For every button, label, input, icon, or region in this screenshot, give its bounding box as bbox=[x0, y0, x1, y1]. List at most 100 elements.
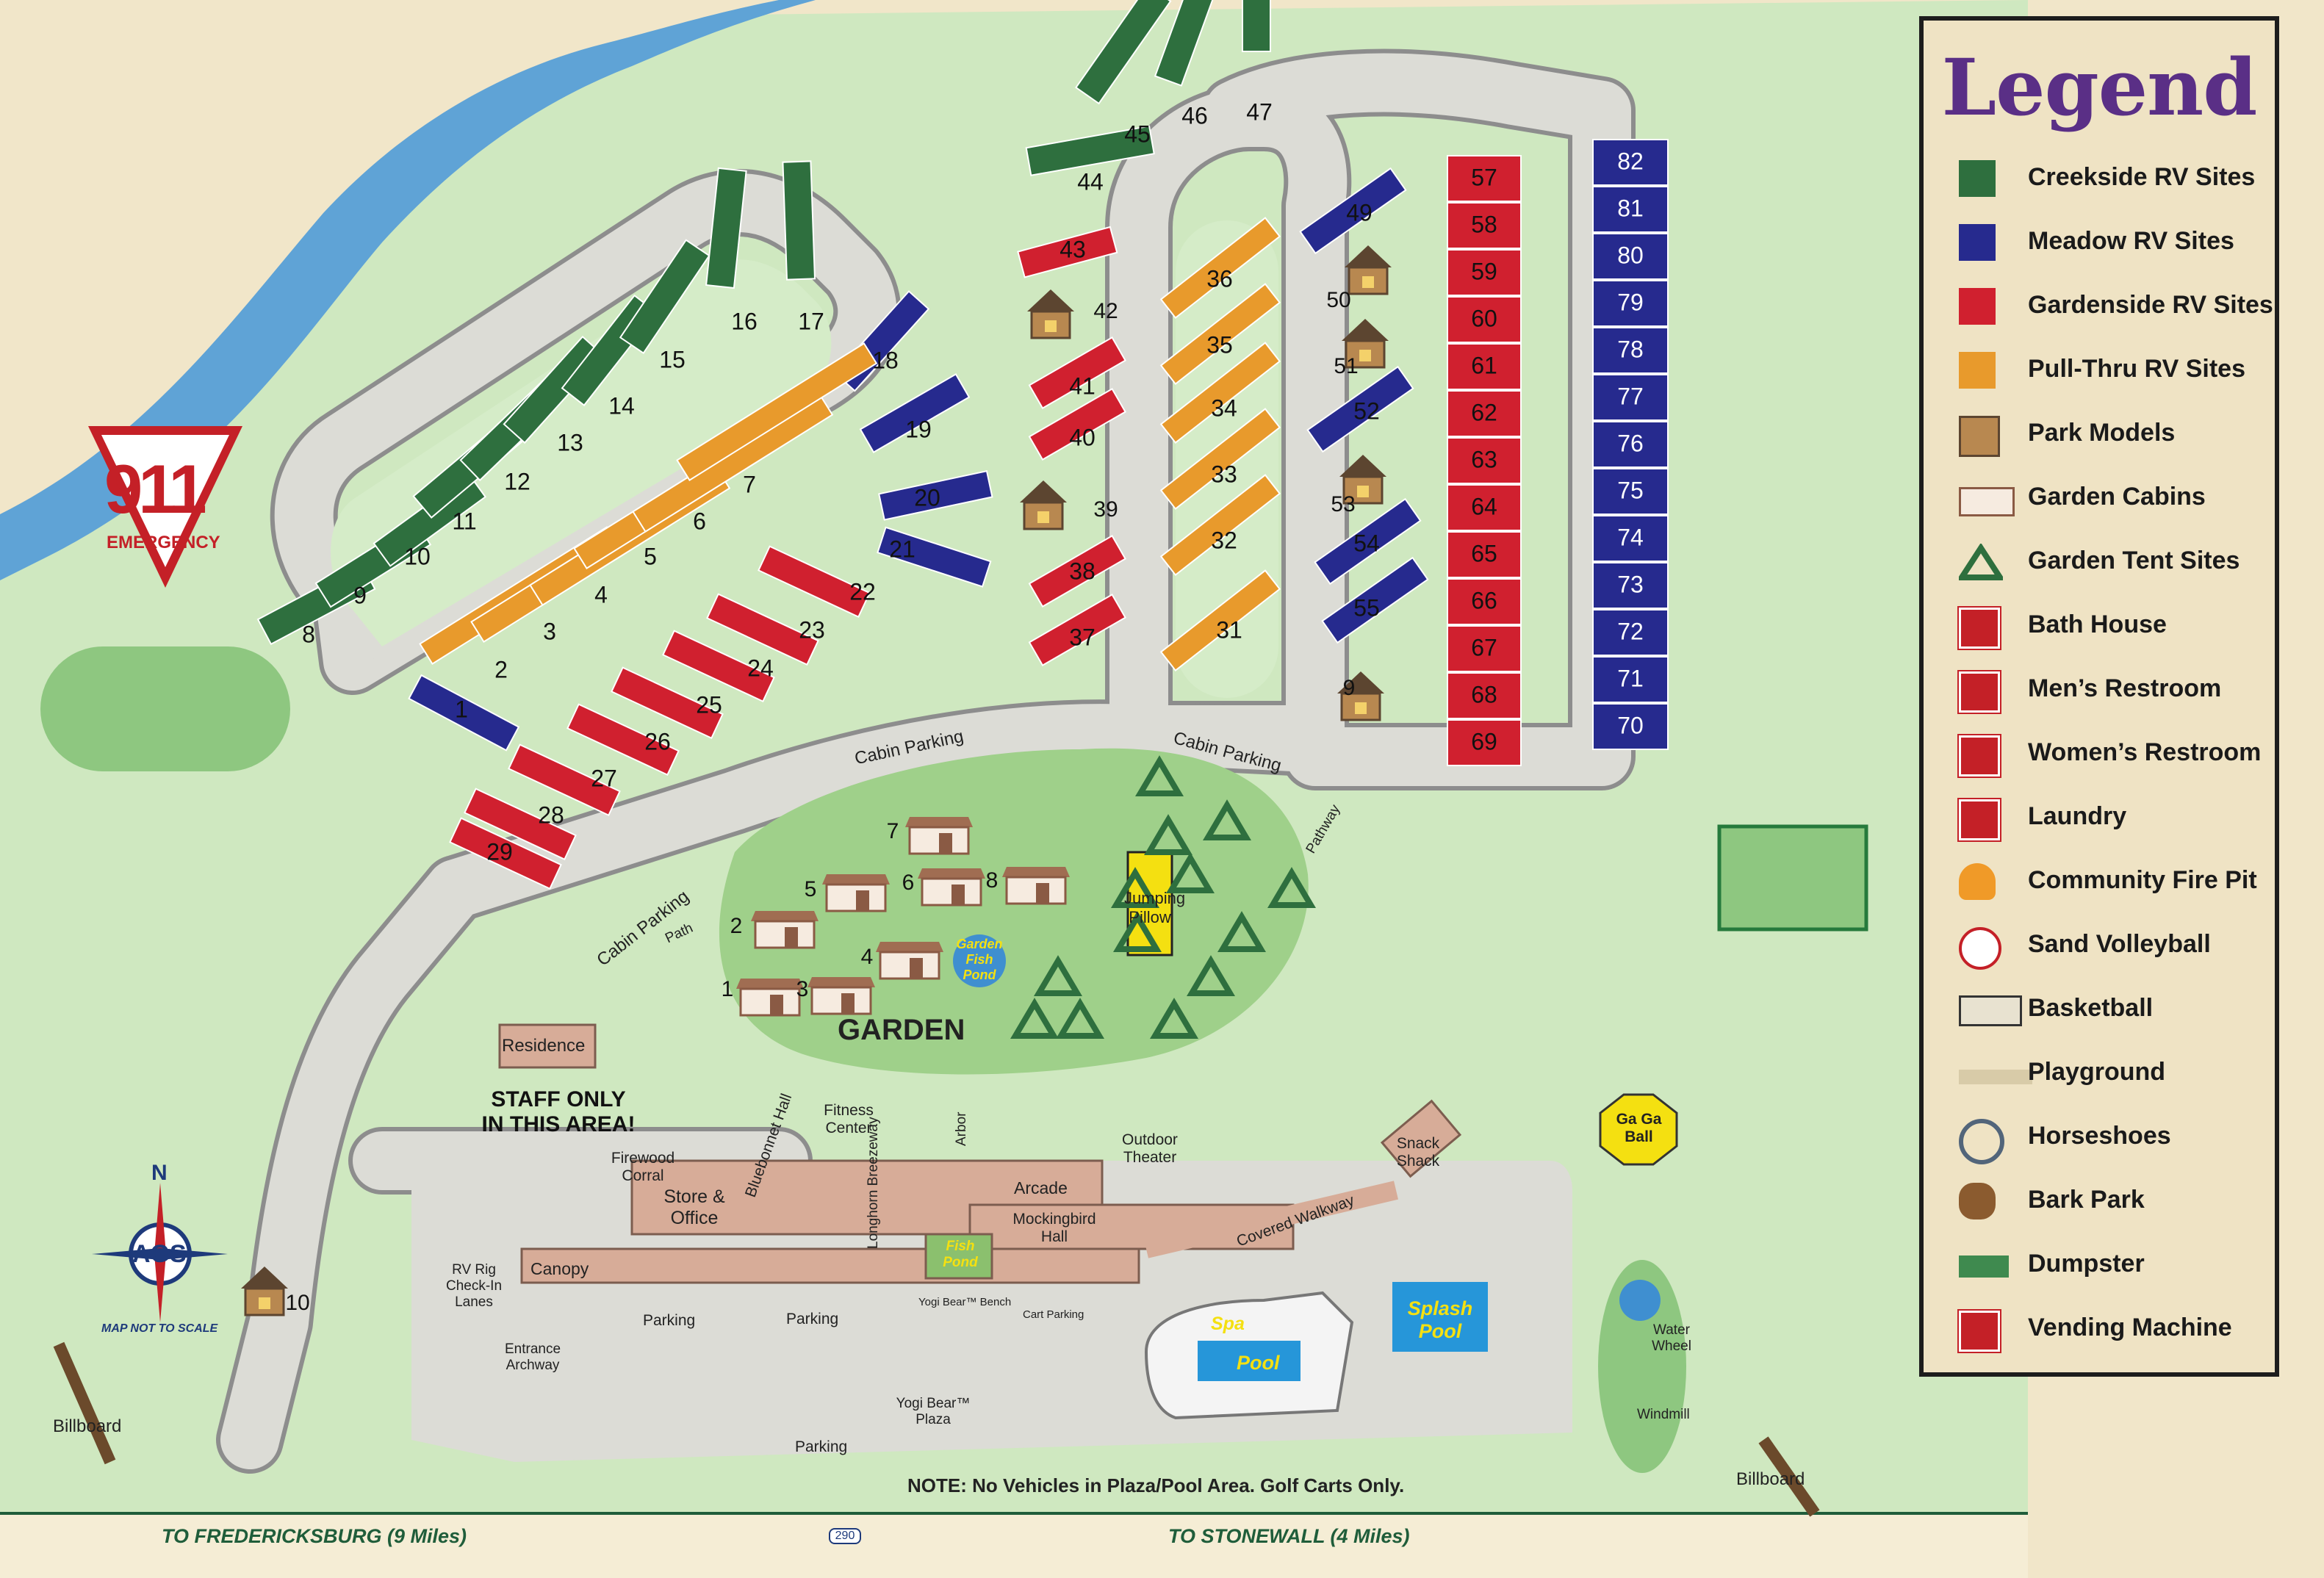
rv-site-38[interactable] bbox=[1028, 535, 1126, 608]
rv-site-54[interactable] bbox=[1314, 497, 1422, 586]
park-model-roof bbox=[1337, 671, 1384, 693]
rv-site-66[interactable] bbox=[1447, 578, 1522, 625]
rv-site-number: 10 bbox=[285, 1291, 309, 1315]
park-model-9[interactable] bbox=[1337, 671, 1384, 721]
rv-site-22[interactable] bbox=[758, 545, 871, 619]
rv-site-63[interactable] bbox=[1447, 437, 1522, 484]
tent-site[interactable] bbox=[1134, 755, 1184, 796]
rv-site-number: 78 bbox=[1617, 336, 1644, 362]
tent-site[interactable] bbox=[1149, 998, 1199, 1039]
rv-site-26[interactable] bbox=[566, 703, 680, 777]
rv-site-37[interactable] bbox=[1028, 594, 1126, 666]
rv-site-65[interactable] bbox=[1447, 531, 1522, 578]
rv-site-43[interactable] bbox=[1017, 226, 1118, 278]
rv-site-72[interactable] bbox=[1592, 609, 1669, 656]
tent-site[interactable] bbox=[1186, 955, 1236, 996]
rv-site-number: 67 bbox=[1471, 634, 1497, 660]
rv-site-55[interactable] bbox=[1321, 556, 1429, 644]
tent-site[interactable] bbox=[1112, 911, 1162, 952]
rv-site-82[interactable] bbox=[1592, 139, 1669, 186]
rv-site-49[interactable] bbox=[1299, 167, 1407, 255]
garden-cabin-5[interactable] bbox=[822, 874, 890, 912]
rv-site-71[interactable] bbox=[1592, 656, 1669, 703]
rv-site-68[interactable] bbox=[1447, 672, 1522, 719]
rv-site-number: 44 bbox=[1077, 168, 1104, 195]
garden-cabin-3[interactable] bbox=[807, 977, 875, 1015]
rv-site-73[interactable] bbox=[1592, 562, 1669, 609]
rv-site-69[interactable] bbox=[1447, 719, 1522, 766]
rv-site-57[interactable] bbox=[1447, 155, 1522, 202]
garden-label: GARDEN bbox=[838, 1014, 965, 1046]
rv-site-15[interactable] bbox=[619, 239, 710, 355]
rv-site-46[interactable] bbox=[1154, 0, 1226, 87]
garden-cabin-7[interactable] bbox=[905, 817, 973, 855]
rv-site-80[interactable] bbox=[1592, 233, 1669, 280]
rv-site-40[interactable] bbox=[1028, 388, 1126, 461]
rv-site-75[interactable] bbox=[1592, 468, 1669, 515]
rv-site-33[interactable] bbox=[1159, 408, 1281, 511]
rv-site-7[interactable] bbox=[676, 342, 878, 481]
rv-site-60[interactable] bbox=[1447, 296, 1522, 343]
park-model-53[interactable] bbox=[1339, 455, 1386, 505]
mockingbird-hall-label: Mockingbird Hall bbox=[1012, 1211, 1096, 1245]
rv-site-28[interactable] bbox=[464, 788, 577, 861]
rv-site-31[interactable] bbox=[1159, 569, 1281, 672]
rv-site-10[interactable] bbox=[373, 473, 487, 567]
rv-site-79[interactable] bbox=[1592, 280, 1669, 327]
rv-site-36[interactable] bbox=[1159, 217, 1281, 320]
garden-cabin-1[interactable] bbox=[736, 979, 804, 1017]
tent-site[interactable] bbox=[1033, 955, 1083, 996]
rv-site-61[interactable] bbox=[1447, 343, 1522, 390]
garden-cabin-6[interactable] bbox=[918, 868, 985, 907]
rv-site-32[interactable] bbox=[1159, 474, 1281, 577]
rv-site-64[interactable] bbox=[1447, 484, 1522, 531]
park-model-50[interactable] bbox=[1345, 245, 1392, 295]
rv-site-24[interactable] bbox=[662, 630, 775, 703]
rv-site-21[interactable] bbox=[877, 526, 992, 588]
rv-site-77[interactable] bbox=[1592, 374, 1669, 421]
rv-site-58[interactable] bbox=[1447, 202, 1522, 249]
rv-site-19[interactable] bbox=[859, 373, 971, 453]
tent-site[interactable] bbox=[1055, 998, 1105, 1039]
tent-site[interactable] bbox=[1217, 911, 1267, 952]
rv-site-74[interactable] bbox=[1592, 515, 1669, 562]
rv-site-47[interactable] bbox=[1242, 0, 1271, 52]
rv-site-52[interactable] bbox=[1306, 365, 1414, 453]
rv-site-25[interactable] bbox=[611, 666, 724, 740]
rv-site-23[interactable] bbox=[706, 593, 819, 666]
rv-site-17[interactable] bbox=[782, 160, 816, 281]
tent-site[interactable] bbox=[1010, 998, 1060, 1039]
rv-site-1[interactable] bbox=[408, 674, 520, 752]
rv-site-78[interactable] bbox=[1592, 327, 1669, 374]
tent-site[interactable] bbox=[1267, 867, 1317, 908]
park-model-51[interactable] bbox=[1342, 319, 1389, 369]
rv-site-81[interactable] bbox=[1592, 186, 1669, 233]
rv-site-62[interactable] bbox=[1447, 390, 1522, 437]
rv-site-70[interactable] bbox=[1592, 703, 1669, 750]
park-model-42[interactable] bbox=[1027, 289, 1074, 339]
tent-site[interactable] bbox=[1202, 799, 1252, 840]
rv-site-76[interactable] bbox=[1592, 421, 1669, 468]
garden-cabin-8[interactable] bbox=[1002, 867, 1070, 905]
rv-site-67[interactable] bbox=[1447, 625, 1522, 672]
yogi-plaza-label: Yogi Bear™ Plaza bbox=[896, 1396, 971, 1427]
park-model-10[interactable] bbox=[241, 1267, 288, 1316]
tent-site[interactable] bbox=[1110, 867, 1160, 908]
rv-site-41[interactable] bbox=[1028, 336, 1126, 409]
rv-site-29[interactable] bbox=[449, 817, 562, 890]
tent-site[interactable] bbox=[1143, 814, 1193, 855]
rv-site-20[interactable] bbox=[878, 470, 993, 521]
rv-site-16[interactable] bbox=[705, 167, 747, 289]
rv-site-45[interactable] bbox=[1075, 0, 1172, 105]
rv-site-27[interactable] bbox=[508, 743, 621, 817]
park-model-39[interactable] bbox=[1020, 480, 1067, 530]
tent-site[interactable] bbox=[1165, 852, 1215, 893]
garden-cabin-2[interactable] bbox=[751, 911, 819, 949]
rv-site-44[interactable] bbox=[1025, 125, 1155, 176]
rv-site-34[interactable] bbox=[1159, 342, 1281, 444]
rv-site-35[interactable] bbox=[1159, 283, 1281, 386]
legend-label: Laundry bbox=[2028, 802, 2127, 830]
rv-site-13[interactable] bbox=[503, 335, 605, 444]
garden-cabin-4[interactable] bbox=[876, 942, 943, 980]
rv-site-59[interactable] bbox=[1447, 249, 1522, 296]
